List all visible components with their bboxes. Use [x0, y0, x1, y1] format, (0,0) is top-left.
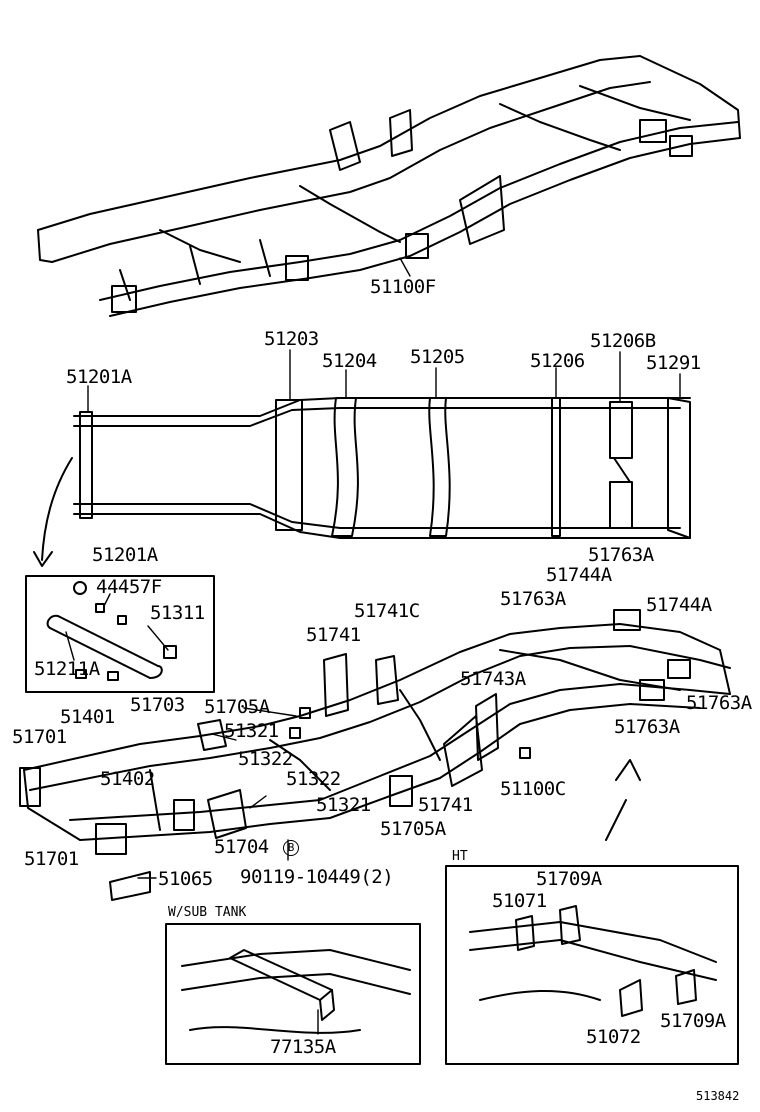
- label-51701-2: 51701: [24, 848, 79, 870]
- label-51322-2: 51322: [286, 768, 341, 790]
- label-90119-10449: 90119-10449(2): [240, 866, 394, 888]
- label-51201a-box: 51201A: [92, 544, 158, 566]
- label-51744a-1: 51744A: [546, 564, 612, 586]
- label-51763a-1: 51763A: [588, 544, 654, 566]
- crossmember-drawing: [33, 397, 691, 567]
- label-51072: 51072: [586, 1026, 641, 1048]
- label-51763a-2: 51763A: [500, 588, 566, 610]
- label-77135a: 77135A: [270, 1036, 336, 1058]
- diagram-code: 513842: [696, 1089, 740, 1103]
- label-51763a-3: 51763A: [686, 692, 752, 714]
- leader-lines: [65, 257, 681, 1035]
- label-51705a-1: 51705A: [204, 696, 270, 718]
- exploded-frame-drawing: [19, 609, 731, 901]
- bolt-marker-icon: B: [283, 840, 299, 856]
- ht-detail-box: [445, 865, 739, 1065]
- label-51741-1: 51741: [306, 624, 361, 646]
- frame-assembly-drawing: [37, 55, 741, 317]
- label-51703: 51703: [130, 694, 185, 716]
- label-51311: 51311: [150, 602, 205, 624]
- label-51065: 51065: [158, 868, 213, 890]
- label-51321-2: 51321: [316, 794, 371, 816]
- label-51709a-2: 51709A: [660, 1010, 726, 1032]
- 51201a-detail-box: [25, 575, 215, 693]
- label-51741-2: 51741: [418, 794, 473, 816]
- label-51100c: 51100C: [500, 778, 566, 800]
- label-51402: 51402: [100, 768, 155, 790]
- label-51100f: 51100F: [370, 276, 436, 298]
- label-44457f: 44457F: [96, 576, 162, 598]
- label-51204: 51204: [322, 350, 377, 372]
- label-51206: 51206: [530, 350, 585, 372]
- label-51211a: 51211A: [34, 658, 100, 680]
- label-ht-title: HT: [452, 849, 468, 864]
- label-51704: 51704: [214, 836, 269, 858]
- label-51071: 51071: [492, 890, 547, 912]
- label-51206b: 51206B: [590, 330, 656, 352]
- sub-tank-detail-box: [165, 923, 421, 1065]
- label-51321-1: 51321: [224, 720, 279, 742]
- label-51322-1: 51322: [238, 748, 293, 770]
- label-51763a-4: 51763A: [614, 716, 680, 738]
- label-51205: 51205: [410, 346, 465, 368]
- label-51401: 51401: [60, 706, 115, 728]
- label-51203: 51203: [264, 328, 319, 350]
- label-51709a-1: 51709A: [536, 868, 602, 890]
- label-51701-1: 51701: [12, 726, 67, 748]
- label-51291: 51291: [646, 352, 701, 374]
- label-51201a-top: 51201A: [66, 366, 132, 388]
- label-51741c: 51741C: [354, 600, 420, 622]
- label-51743a: 51743A: [460, 668, 526, 690]
- label-51744a-2: 51744A: [646, 594, 712, 616]
- label-sub-tank-title: W/SUB TANK: [168, 905, 247, 920]
- label-51705a-2: 51705A: [380, 818, 446, 840]
